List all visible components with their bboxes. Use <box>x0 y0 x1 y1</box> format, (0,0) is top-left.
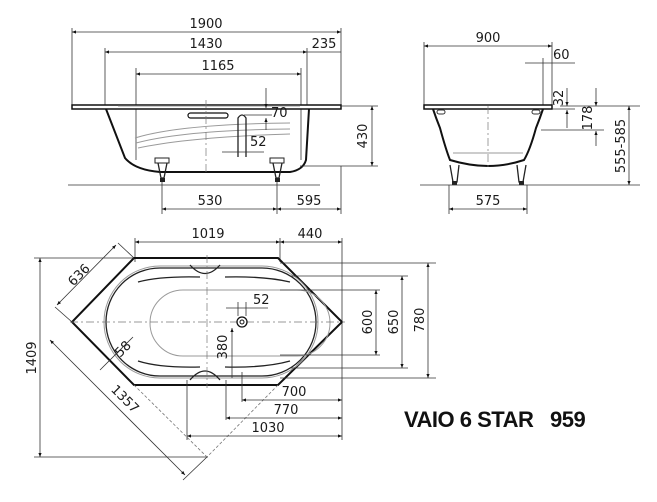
dim-diagonal-length: 1357 <box>107 383 141 417</box>
dim-overall-depth: 1409 <box>25 341 40 374</box>
dim-height: 430 <box>356 124 371 149</box>
dim-point-offset: 440 <box>298 227 323 242</box>
dim-top-length: 1019 <box>191 227 224 242</box>
dim-foot-offset: 595 <box>297 194 322 209</box>
dim-rim-thickness: 32 <box>552 90 567 107</box>
plan-view: 1019 440 52 380 600 <box>25 227 436 481</box>
dim-bottom-length: 1165 <box>201 59 234 74</box>
dim-inner-width: 600 <box>361 310 376 335</box>
dim-diagonal-edge: 636 <box>65 261 93 289</box>
dim-overflow-height: 70 <box>271 106 288 121</box>
dim-middle-width: 650 <box>387 310 402 335</box>
dim-side-drain: 52 <box>250 135 267 150</box>
dim-700: 700 <box>282 385 307 400</box>
dim-outer-width: 780 <box>413 308 428 333</box>
foot-right <box>269 157 285 182</box>
dim-drain-offset: 380 <box>216 335 231 360</box>
side-view: 1900 1430 235 1165 70 52 <box>68 17 378 214</box>
end-view: 900 60 32 178 555-585 <box>420 31 640 214</box>
model-number: 959 <box>550 407 585 432</box>
dim-foot-spacing: 530 <box>198 194 223 209</box>
dim-rim-width: 60 <box>553 48 570 63</box>
dim-end-width: 900 <box>476 31 501 46</box>
dim-end-foot-spacing: 575 <box>476 194 501 209</box>
dim-plan-drain: 52 <box>253 293 270 308</box>
dim-rim-offset: 235 <box>312 37 337 52</box>
model-name: VAIO 6 STAR <box>404 407 534 432</box>
dim-panel-depth: 178 <box>581 106 596 131</box>
dim-770: 770 <box>274 403 299 418</box>
foot-left <box>154 157 170 182</box>
dim-overall-length: 1900 <box>189 17 222 32</box>
dim-rim-offset: 58 <box>112 338 134 360</box>
dim-total-height: 555-585 <box>614 119 629 173</box>
dim-1030: 1030 <box>251 421 284 436</box>
dim-inner-length: 1430 <box>189 37 222 52</box>
